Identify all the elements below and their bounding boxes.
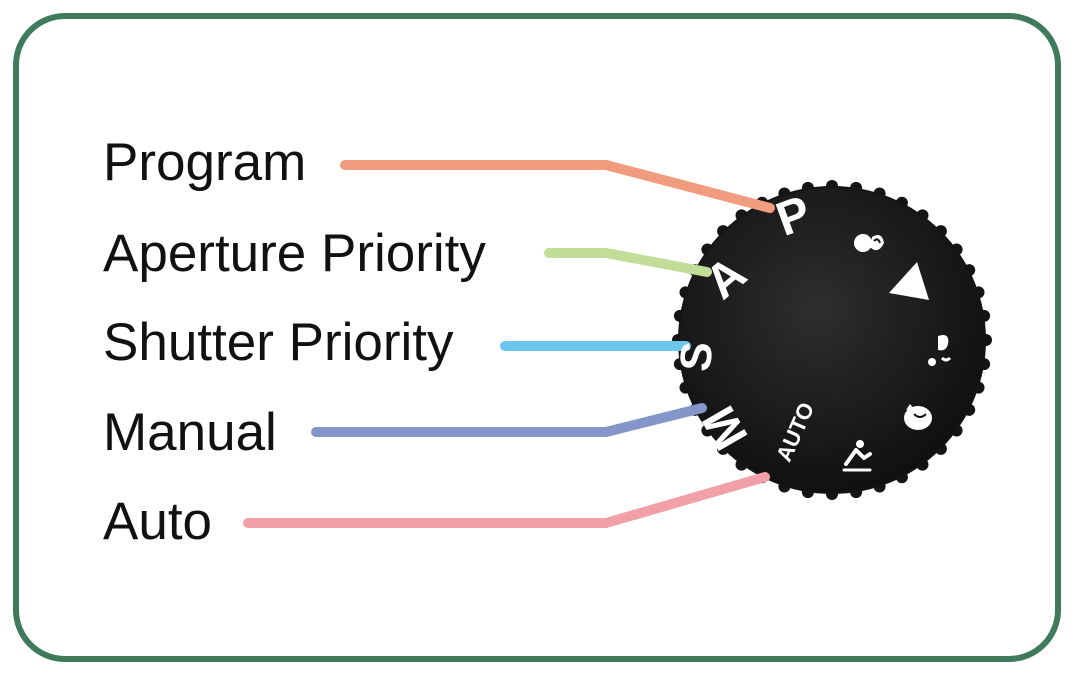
portrait-flower-icon[interactable] xyxy=(854,234,884,252)
sports-activity-icon[interactable] xyxy=(842,440,872,472)
child-face-icon[interactable] xyxy=(928,335,952,366)
leader-line-auto xyxy=(243,472,770,528)
label-auto: Auto xyxy=(103,492,213,551)
label-shutter-priority: Shutter Priority xyxy=(103,313,454,372)
landscape-mountain-icon[interactable] xyxy=(889,262,929,300)
dial-mode-s[interactable]: S xyxy=(671,339,723,373)
sleeping-pet-icon[interactable] xyxy=(904,404,932,430)
label-manual: Manual xyxy=(103,403,277,462)
label-aperture-priority: Aperture Priority xyxy=(103,224,486,283)
label-program: Program xyxy=(103,133,307,192)
leader-line-aperture xyxy=(544,248,712,277)
leader-line-manual xyxy=(311,403,707,437)
leader-line-program xyxy=(340,160,775,213)
